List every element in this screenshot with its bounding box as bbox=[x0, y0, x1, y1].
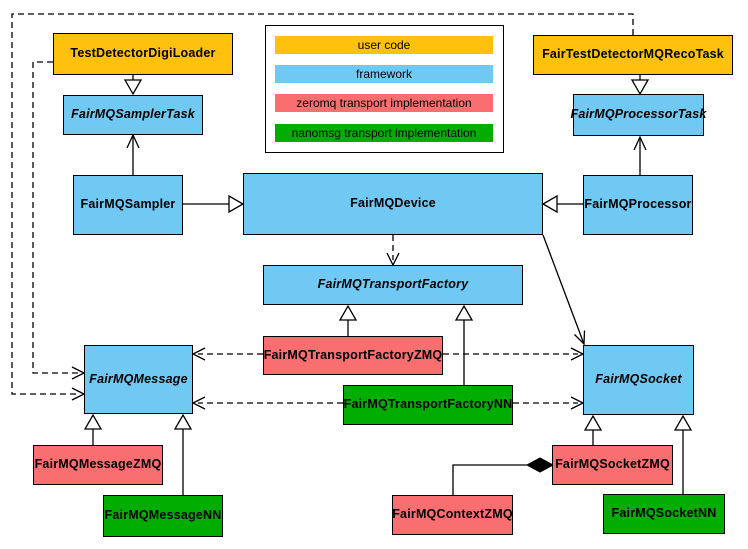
node-label: FairMQSocketZMQ bbox=[555, 457, 670, 472]
node-label: FairMQContextZMQ bbox=[392, 507, 513, 522]
edge-recotask-inherits-processortask bbox=[630, 75, 650, 96]
node-fairmqsocket: FairMQSocket bbox=[583, 345, 694, 415]
edge-contextzmq-composition-sockzmq bbox=[452, 457, 555, 495]
edge-device-depends-transportfactory bbox=[386, 235, 400, 267]
node-testdetectordigiloader: TestDetectorDigiLoader bbox=[53, 33, 233, 75]
node-label: FairMQMessage bbox=[89, 371, 188, 386]
node-fairmqsocketnn: FairMQSocketNN bbox=[603, 494, 725, 534]
node-label: FairMQTransportFactoryNN bbox=[343, 397, 513, 412]
legend-item-framework: framework bbox=[275, 65, 493, 83]
node-fairmqcontextzmq: FairMQContextZMQ bbox=[392, 495, 513, 535]
node-fairmqmessagenn: FairMQMessageNN bbox=[103, 495, 223, 537]
node-fairmqdevice: FairMQDevice bbox=[243, 173, 543, 235]
node-label: FairMQProcessor bbox=[584, 197, 692, 212]
legend-item-nanomsg: nanomsg transport implementation bbox=[275, 124, 493, 142]
node-label: FairMQProcessorTask bbox=[570, 107, 707, 122]
legend-item-user-code: user code bbox=[275, 36, 493, 54]
node-fairmqsampler: FairMQSampler bbox=[73, 175, 183, 235]
edge-device-uses-socket bbox=[542, 234, 586, 346]
edge-socknn-inherits-socket bbox=[673, 414, 693, 494]
legend-item-zeromq: zeromq transport implementation bbox=[275, 94, 493, 112]
edge-digiloader-inherits-samplertask bbox=[123, 75, 143, 96]
edge-sampler-uses-samplertask bbox=[126, 133, 140, 175]
edge-processor-inherits-device bbox=[541, 194, 583, 214]
node-fairmqsamplertask: FairMQSamplerTask bbox=[63, 95, 203, 135]
node-fairmqprocessortask: FairMQProcessorTask bbox=[570, 94, 707, 136]
node-fairmqtransportfactoryzmq: FairMQTransportFactoryZMQ bbox=[263, 336, 443, 375]
legend-label: nanomsg transport implementation bbox=[291, 126, 477, 140]
edge-sockzmq-inherits-socket bbox=[583, 414, 603, 445]
edge-tfnn-inherits-transportfactory bbox=[454, 304, 474, 385]
edge-tfzmq-inherits-transportfactory bbox=[338, 304, 358, 336]
node-label: FairMQDevice bbox=[350, 196, 436, 211]
node-label: FairTestDetectorMQRecoTask bbox=[542, 47, 724, 62]
edge-tfnn-depends-message bbox=[191, 396, 343, 410]
legend-label: framework bbox=[355, 67, 412, 81]
node-fairmqtransportfactorynn: FairMQTransportFactoryNN bbox=[343, 385, 513, 425]
node-fairmqprocessor: FairMQProcessor bbox=[583, 175, 693, 235]
node-label: FairMQTransportFactory bbox=[317, 277, 469, 292]
edge-tfzmq-depends-message bbox=[191, 347, 263, 361]
node-fairtestdetectormqrecotask: FairTestDetectorMQRecoTask bbox=[533, 35, 733, 75]
edge-msgnn-inherits-message bbox=[173, 413, 193, 495]
edge-sampler-inherits-device bbox=[183, 194, 245, 214]
node-label: FairMQMessageNN bbox=[104, 508, 222, 523]
edge-processor-uses-processortask bbox=[633, 135, 647, 175]
node-fairmqtransportfactory: FairMQTransportFactory bbox=[263, 265, 523, 305]
node-label: TestDetectorDigiLoader bbox=[70, 46, 216, 61]
legend-box: user code framework zeromq transport imp… bbox=[265, 25, 504, 153]
node-label: FairMQTransportFactoryZMQ bbox=[263, 347, 443, 362]
node-fairmqmessagezmq: FairMQMessageZMQ bbox=[33, 445, 163, 485]
edge-msgzmq-inherits-message bbox=[83, 413, 103, 445]
legend-label: zeromq transport implementation bbox=[296, 96, 472, 110]
node-label: FairMQSamplerTask bbox=[71, 107, 195, 122]
legend-label: user code bbox=[357, 38, 411, 52]
node-label: FairMQSocket bbox=[595, 372, 682, 387]
node-label: FairMQMessageZMQ bbox=[34, 457, 162, 472]
node-fairmqsocketzmq: FairMQSocketZMQ bbox=[552, 445, 673, 485]
edge-tfnn-depends-socket bbox=[513, 396, 585, 410]
node-fairmqmessage: FairMQMessage bbox=[84, 345, 193, 414]
node-label: FairMQSocketNN bbox=[611, 506, 717, 521]
node-label: FairMQSampler bbox=[80, 197, 176, 212]
